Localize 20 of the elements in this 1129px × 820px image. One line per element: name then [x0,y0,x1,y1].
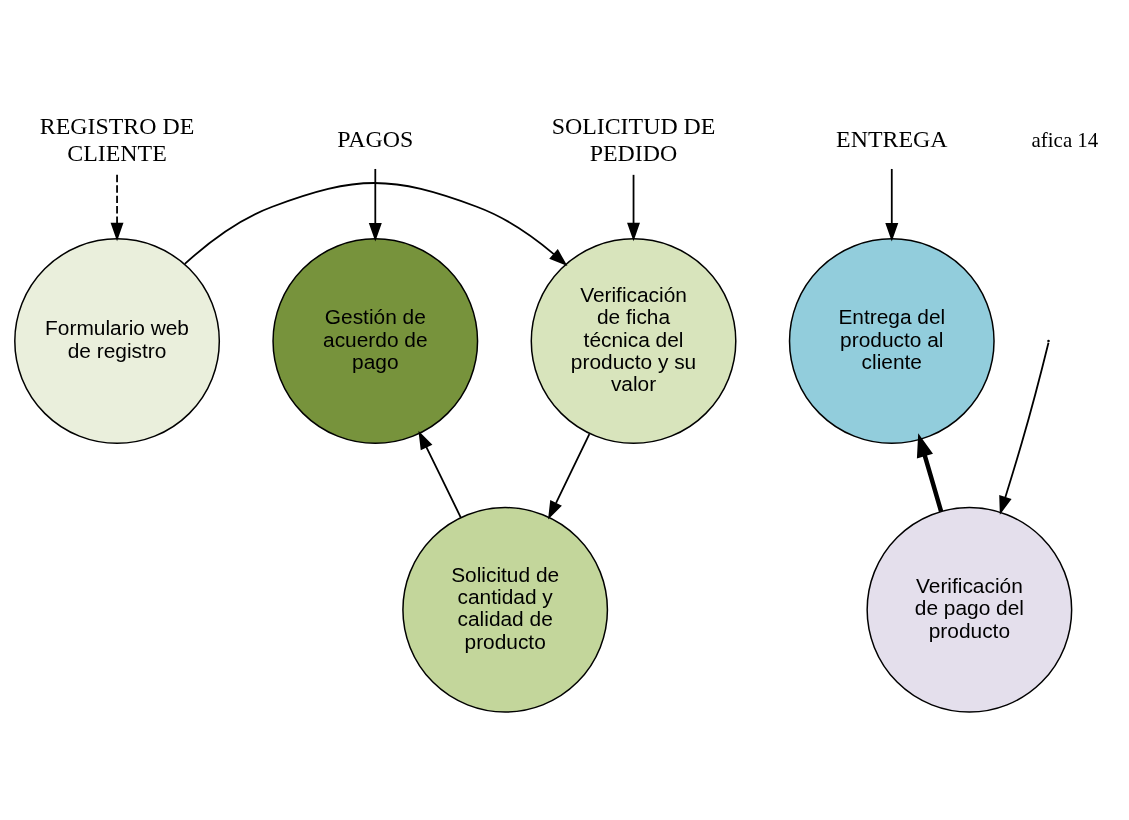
node-circle: Formulario web de registro [14,237,221,444]
node-text: REGISTRO DE CLIENTE [39,112,195,166]
arrow [627,173,641,241]
label: afica 14 [1031,127,1099,152]
node-circle: Verificación de ficha técnica del producto y su valor [530,237,737,444]
arrow [368,167,382,241]
node-circle: Solicitud de cantidad y calidad de producto [402,506,609,713]
node-circle: Entrega del producto al cliente [788,237,995,444]
arrow [418,430,462,518]
arrow [999,341,1050,515]
arrow [548,432,591,520]
arrow [110,173,124,241]
node-text: PAGOS [337,125,414,152]
arrow [916,432,944,512]
node-circle: Gestión de acuerdo de pago [272,237,479,444]
node-circle: Verificación de pago del producto [866,506,1073,713]
node-text: ENTREGA [836,125,948,152]
node-text: SOLICITUD DE PEDIDO [551,112,716,166]
arrow [885,167,899,241]
arrow [183,181,568,266]
